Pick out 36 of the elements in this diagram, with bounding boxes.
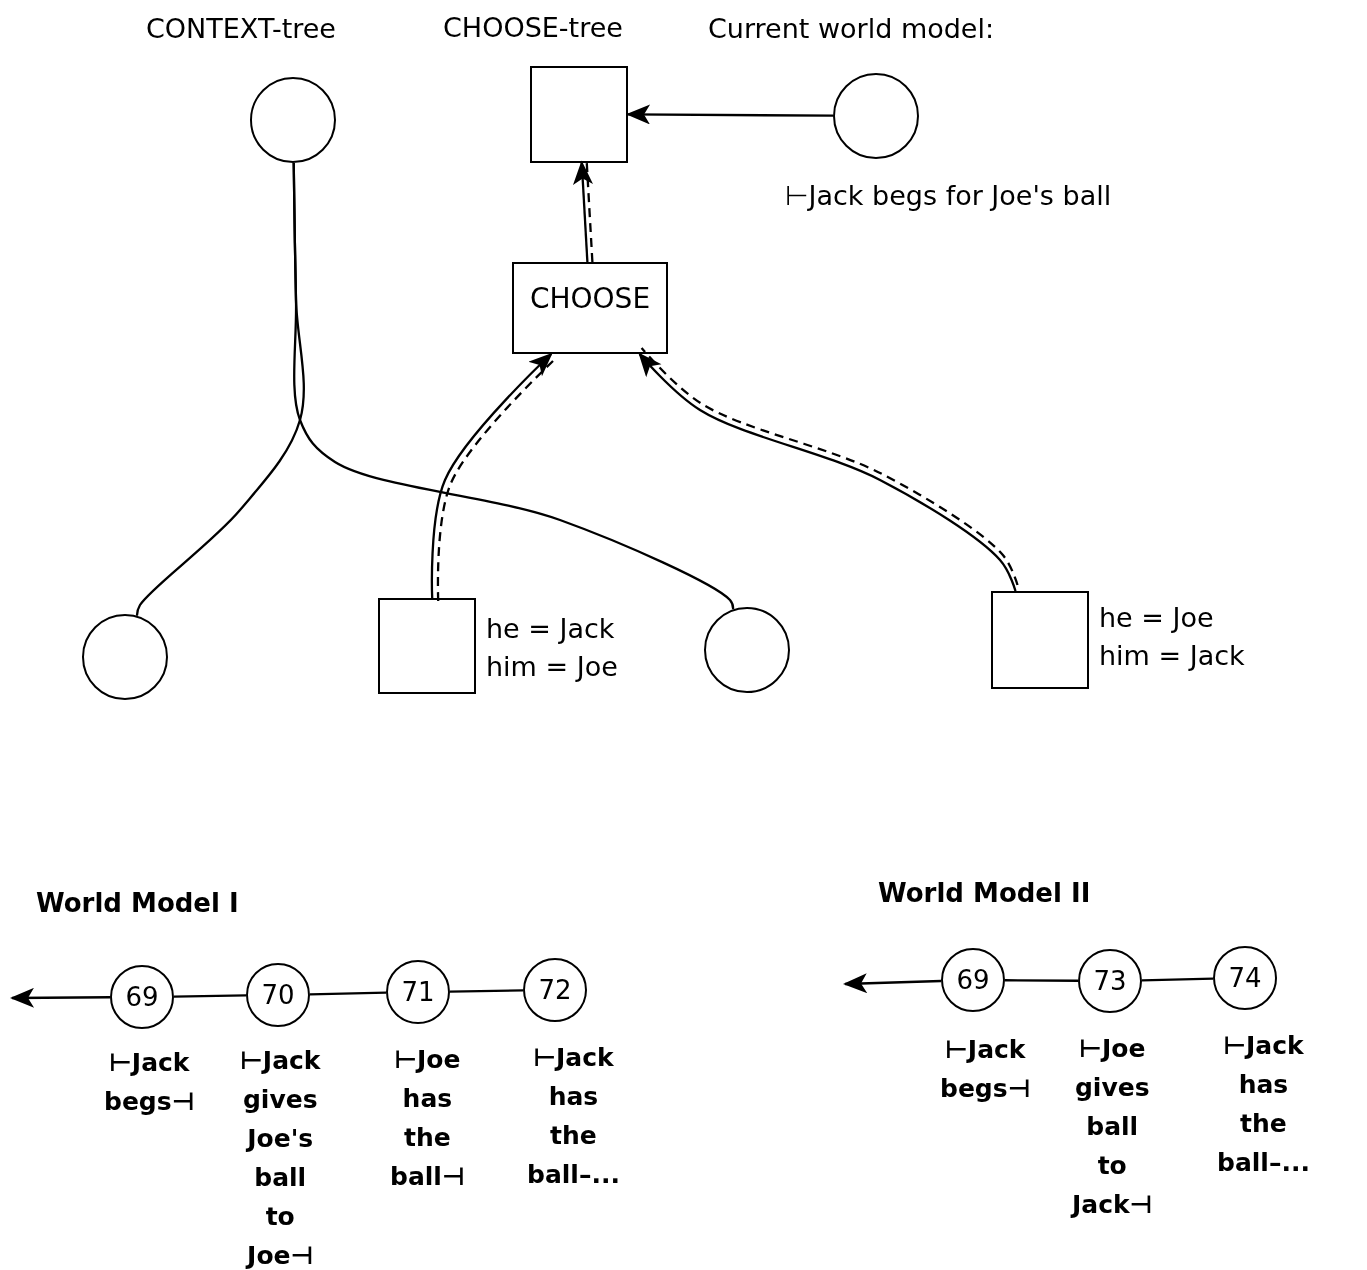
proposition-text: he = Jack him = Joe	[486, 612, 619, 684]
model-heading: World Model II	[878, 878, 1091, 908]
arrow	[573, 160, 593, 263]
arrow	[843, 973, 942, 994]
connector-line	[292, 162, 735, 610]
connector-line	[309, 991, 387, 996]
proposition-text: ⊢Jack begs⊣	[940, 1034, 1031, 1105]
connector-line	[450, 989, 523, 993]
tree-title: CHOOSE-tree	[443, 11, 623, 43]
arrow	[626, 104, 833, 125]
dashed-line	[585, 162, 594, 263]
state-number: 71	[401, 977, 435, 1007]
state-number: 74	[1228, 963, 1262, 993]
connector-line	[174, 994, 246, 998]
state-number: 69	[125, 982, 159, 1012]
tree-title: CONTEXT-tree	[146, 13, 336, 44]
proposition-text: ⊢Jack gives Joe's ball to Joe⊣	[240, 1045, 321, 1270]
proposition-text: ⊢Joe has the ball⊣	[390, 1044, 465, 1193]
arrow	[10, 987, 110, 1008]
proposition-text: ⊢Jack has the ball–...	[527, 1042, 620, 1191]
circle-node	[82, 614, 168, 700]
proposition-text: he = Joe him = Jack	[1099, 601, 1246, 673]
state-number: 73	[1093, 966, 1127, 996]
proposition-text: ⊢Jack has the ball–...	[1217, 1030, 1310, 1179]
model-heading: World Model I	[36, 888, 239, 918]
state-number: 72	[538, 975, 572, 1005]
process-box	[512, 262, 668, 354]
tree-title: Current world model:	[708, 13, 995, 44]
proposition-text: ⊢Joe gives ball to Jack⊣	[1072, 1033, 1153, 1221]
box-label: CHOOSE	[529, 282, 651, 315]
connector-line	[1141, 977, 1214, 982]
proposition-text: ⊢Jack begs⊣	[104, 1047, 195, 1118]
proposition-text: ⊢Jack begs for Joe's ball	[785, 179, 1113, 213]
circle-node	[704, 607, 790, 693]
state-number: 69	[956, 965, 990, 995]
state-number: 70	[261, 980, 295, 1010]
